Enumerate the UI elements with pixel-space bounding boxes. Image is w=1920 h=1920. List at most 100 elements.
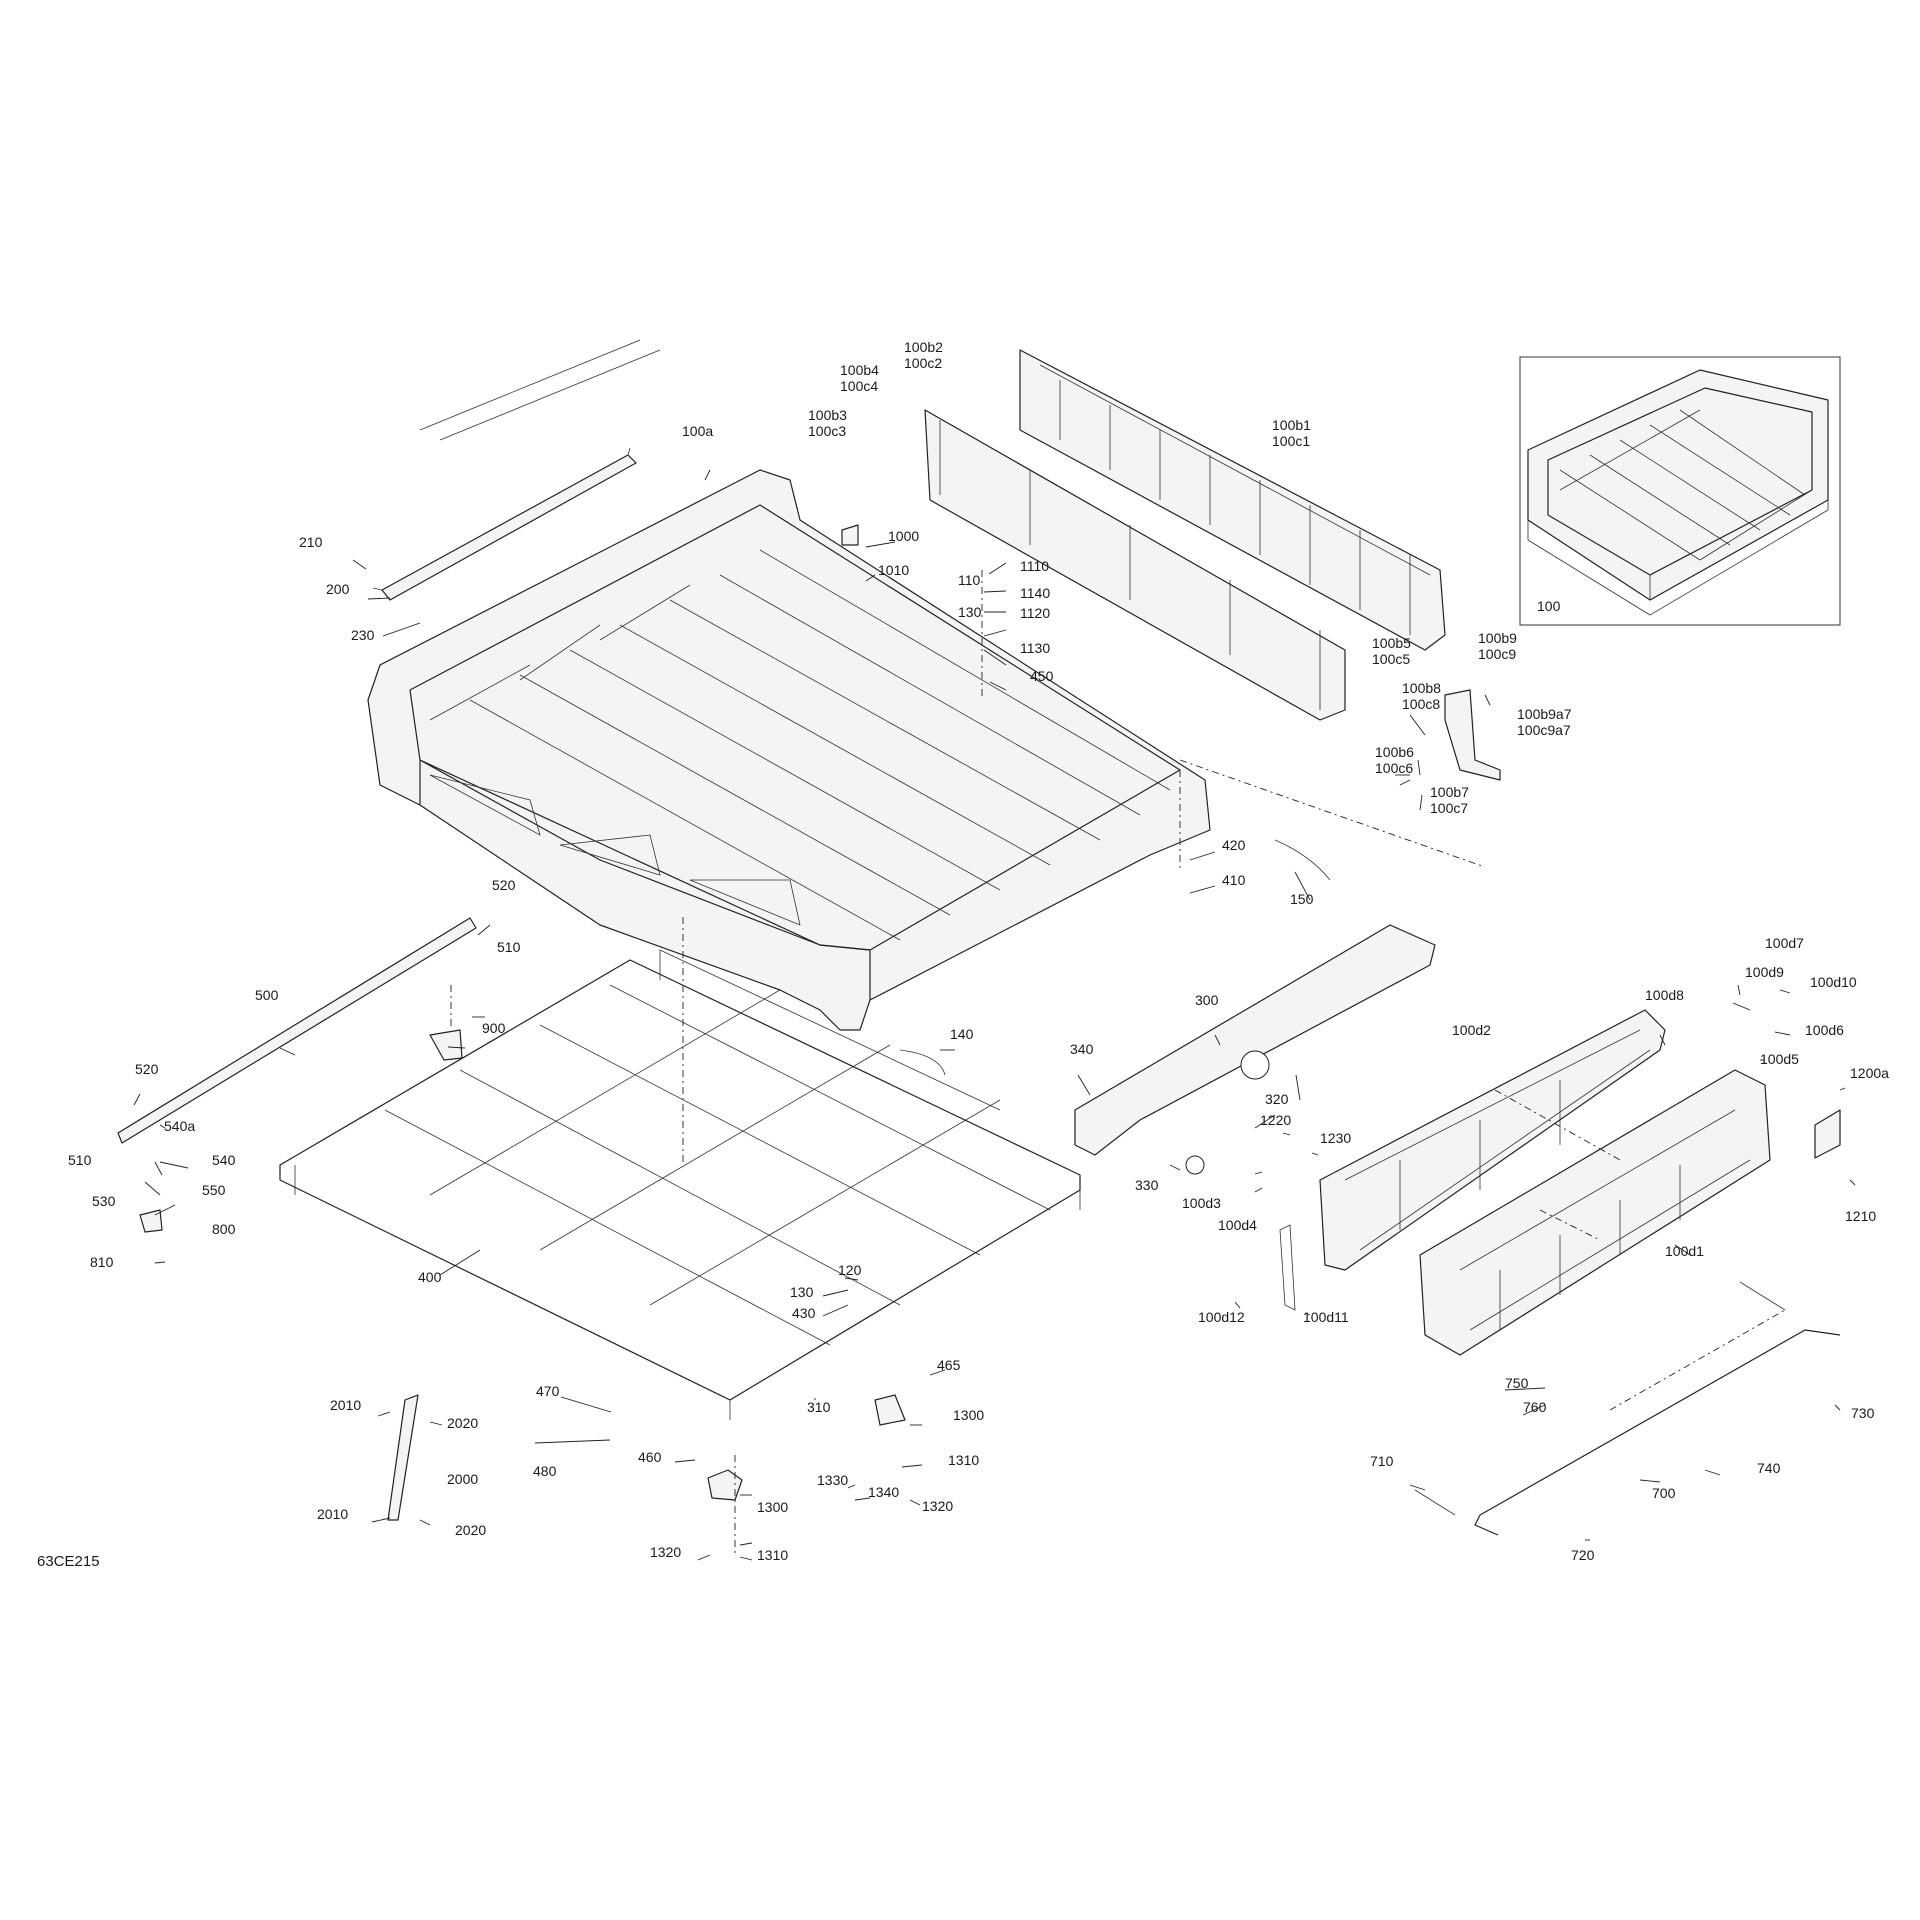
assembly-lines: [450, 570, 1786, 1555]
callout-100d4: 100d4: [1218, 1217, 1257, 1233]
callout-line: 100b1: [1272, 417, 1311, 433]
tailgate-inner-100d2: [1319, 1009, 1666, 1271]
callout-line: 460: [638, 1449, 662, 1465]
callout-140: 140: [950, 1026, 974, 1042]
callout-520b: 520: [135, 1061, 159, 1077]
rear-panel-100b1: [1019, 349, 1446, 651]
callout-1010: 1010: [878, 562, 909, 578]
callout-line: 100c8: [1402, 696, 1440, 712]
side-rail-200: [372, 447, 637, 601]
callout-line: 100d11: [1303, 1309, 1349, 1325]
bulkhead-100b2: [924, 409, 1346, 721]
callout-340: 340: [1070, 1041, 1094, 1057]
callout-1000: 1000: [888, 528, 919, 544]
callout-line: 100b9a7: [1517, 706, 1572, 722]
callout-line: 450: [1030, 668, 1054, 684]
callout-line: 100d7: [1765, 935, 1804, 951]
callout-1310a: 1310: [948, 1452, 979, 1468]
callout-1210: 1210: [1845, 1208, 1876, 1224]
callout-line: 100b2: [904, 339, 943, 355]
callout-520a: 520: [492, 877, 516, 893]
callout-1320b: 1320: [650, 1544, 681, 1560]
callout-740: 740: [1757, 1460, 1781, 1476]
callout-line: 1300: [757, 1499, 788, 1515]
callout-line: 470: [536, 1383, 560, 1399]
callout-540a: 540a: [164, 1118, 195, 1134]
callout-line: 900: [482, 1020, 506, 1036]
callout-line: 100c7: [1430, 800, 1468, 816]
callout-line: 310: [807, 1399, 831, 1415]
callout-line: 500: [255, 987, 279, 1003]
callout-line: 100b6: [1375, 744, 1414, 760]
frame-400: [279, 949, 1081, 1420]
callout-100d12: 100d12: [1198, 1309, 1245, 1325]
callout-line: 340: [1070, 1041, 1094, 1057]
callout-line: 1320: [922, 1498, 953, 1514]
callout-line: 2010: [330, 1397, 361, 1413]
callout-line: 740: [1757, 1460, 1781, 1476]
callout-470: 470: [536, 1383, 560, 1399]
callout-line: 320: [1265, 1091, 1289, 1107]
callout-1320a: 1320: [922, 1498, 953, 1514]
callout-line: 100c3: [808, 423, 846, 439]
callout-line: 430: [792, 1305, 816, 1321]
callout-line: 1210: [1845, 1208, 1876, 1224]
callout-line: 1130: [1020, 640, 1050, 656]
callout-line: 720: [1571, 1547, 1595, 1563]
callout-line: 810: [90, 1254, 114, 1270]
callout-230: 230: [351, 627, 375, 643]
callout-line: 1140: [1020, 585, 1050, 601]
callout-line: 420: [1222, 837, 1246, 853]
callout-line: 1330: [817, 1472, 848, 1488]
callout-200: 200: [326, 581, 350, 597]
callout-300: 300: [1195, 992, 1219, 1008]
callout-line: 465: [937, 1357, 961, 1373]
callout-line: 2020: [447, 1415, 478, 1431]
callout-310: 310: [807, 1399, 831, 1415]
callout-line: 730: [1851, 1405, 1875, 1421]
callout-line: 1320: [650, 1544, 681, 1560]
rail-500: [117, 917, 477, 1144]
callout-line: 130: [790, 1284, 814, 1300]
callout-510a: 510: [497, 939, 521, 955]
inset-cargo-box-drawing: [1527, 369, 1829, 616]
callout-465: 465: [937, 1357, 961, 1373]
callout-line: 510: [68, 1152, 92, 1168]
callout-line: 100d3: [1182, 1195, 1221, 1211]
callout-420: 420: [1222, 837, 1246, 853]
callout-430: 430: [792, 1305, 816, 1321]
callout-line: 1110: [1020, 558, 1049, 574]
callout-100d3: 100d3: [1182, 1195, 1221, 1211]
callout-760: 760: [1523, 1399, 1547, 1415]
callout-100d2: 100d2: [1452, 1022, 1491, 1038]
callout-line: 2000: [447, 1471, 478, 1487]
callout-line: 100d4: [1218, 1217, 1257, 1233]
callout-line: 100c6: [1375, 760, 1413, 776]
callout-100d11: 100d11: [1303, 1309, 1349, 1325]
callout-line: 520: [492, 877, 516, 893]
callout-line: 410: [1222, 872, 1246, 888]
callout-700: 700: [1652, 1485, 1676, 1501]
callout-100d6: 100d6: [1805, 1022, 1844, 1038]
callout-1220: 1220: [1260, 1112, 1291, 1128]
callout-810: 810: [90, 1254, 114, 1270]
callout-line: 100c2: [904, 355, 942, 371]
callout-510b: 510: [68, 1152, 92, 1168]
callout-line: 100b3: [808, 407, 847, 423]
callout-line: 100d1: [1665, 1243, 1704, 1259]
callout-1110: 1110: [1020, 558, 1049, 574]
callout-100a: 100a: [682, 423, 713, 439]
callout-line: 710: [1370, 1453, 1394, 1469]
callout-line: 120: [838, 1262, 862, 1278]
callout-line: 230: [351, 627, 375, 643]
callout-710: 710: [1370, 1453, 1394, 1469]
callout-540: 540: [212, 1152, 236, 1168]
callout-line: 200: [326, 581, 350, 597]
callout-410: 410: [1222, 872, 1246, 888]
